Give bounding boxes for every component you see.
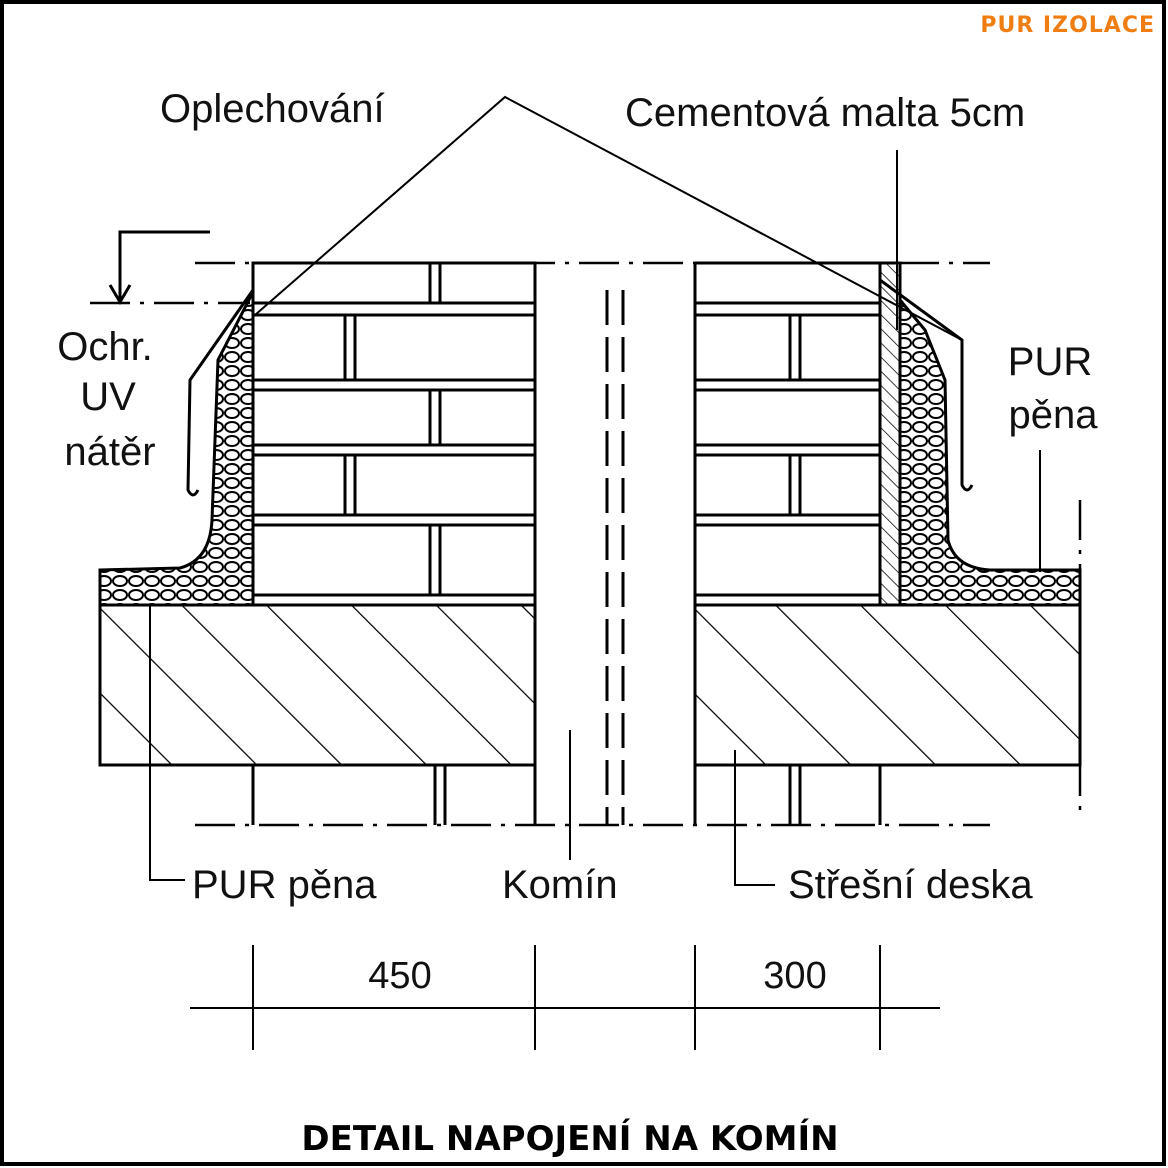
label-pur-foam-right-1: PUR [1008,340,1092,384]
flashing [186,278,974,497]
label-uv-coating-3: nátěr [64,430,155,474]
label-pur-foam-bottom: PUR pěna [192,863,377,907]
dimension-right: 300 [763,955,826,997]
chimney-wall-right [693,261,882,607]
height-arrow-icon [108,230,210,305]
label-cement-mortar: Cementová malta 5cm [625,91,1025,135]
roof-slab [98,603,1082,767]
label-roof-slab: Střešní deska [788,863,1033,907]
pur-foam-layer [98,291,1082,607]
label-uv-coating-1: Ochr. [57,325,153,369]
caption: DETAIL NAPOJENÍ NA KOMÍN [301,1118,838,1159]
flue-axis [605,290,625,825]
logo: PUR IZOLACE [980,13,1155,38]
chimney-wall-left [251,261,537,607]
wall-below-slab [251,263,882,825]
label-chimney: Komín [502,863,618,907]
dimension-lines [190,945,940,1050]
leader-lines [149,95,1041,886]
dimension-left: 450 [368,955,431,997]
label-uv-coating-2: UV [80,375,136,419]
label-flashing: Oplechování [160,87,385,131]
label-pur-foam-right-2: pěna [1009,393,1099,437]
